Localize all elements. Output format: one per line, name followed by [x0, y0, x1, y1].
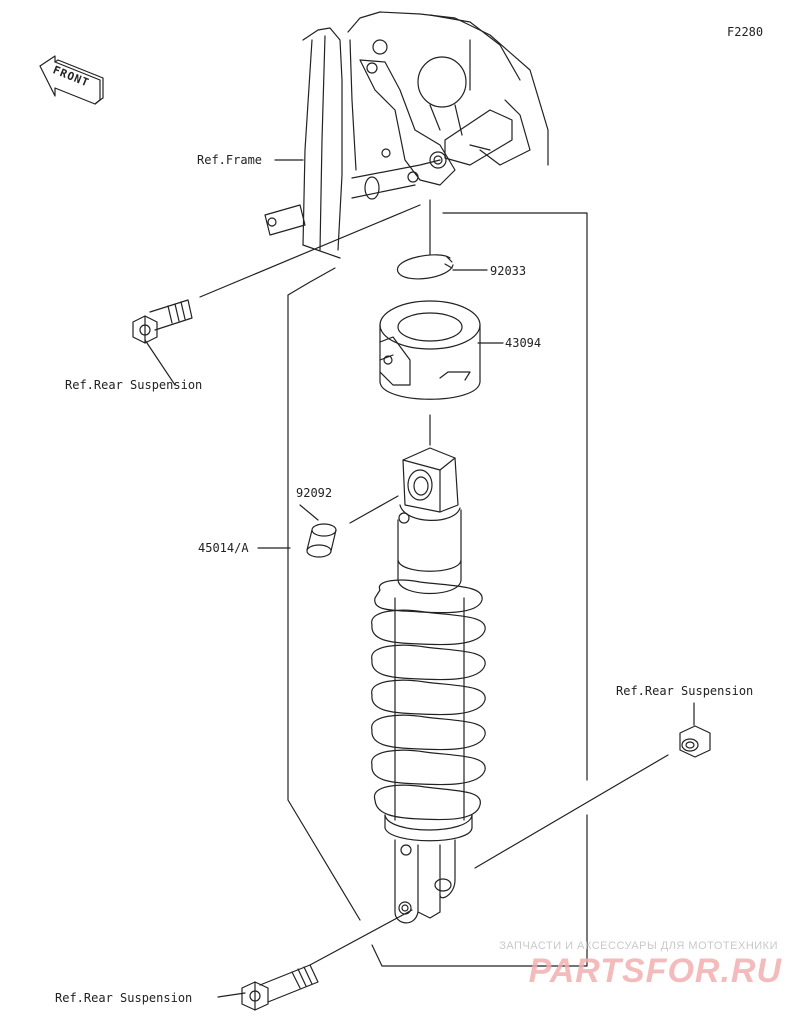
collar-43094-drawing — [379, 300, 481, 400]
ref-rear-suspension-right-label: Ref.Rear Suspension — [616, 684, 754, 698]
ref-frame-label: Ref.Frame — [197, 153, 263, 167]
sleeve-92092-drawing — [306, 523, 337, 558]
part-43094-label[interactable]: 43094 — [505, 336, 542, 350]
watermark-brand: PARTSFOR.RU — [528, 952, 782, 990]
frame-drawing — [264, 11, 549, 259]
nut-drawing — [679, 725, 711, 758]
lower-bolt-drawing — [241, 964, 319, 1011]
part-92033-label[interactable]: 92033 — [490, 264, 527, 278]
watermark-tagline: ЗАПЧАСТИ И АКСЕССУАРЫ ДЛЯ МОТОТЕХНИКИ — [499, 940, 778, 952]
circlip-92033-drawing — [397, 254, 454, 280]
ref-rear-suspension-lower-label: Ref.Rear Suspension — [55, 991, 193, 1005]
part-92092-label[interactable]: 92092 — [296, 486, 333, 500]
part-45014-label[interactable]: 45014/A — [198, 541, 249, 555]
shock-absorber-drawing — [371, 447, 486, 924]
front-arrow-icon — [39, 55, 104, 105]
ref-rear-suspension-upper-label: Ref.Rear Suspension — [65, 378, 203, 392]
upper-bolt-drawing — [132, 299, 193, 344]
leader-lines — [144, 159, 695, 998]
diagram-code: F2280 — [727, 25, 764, 39]
